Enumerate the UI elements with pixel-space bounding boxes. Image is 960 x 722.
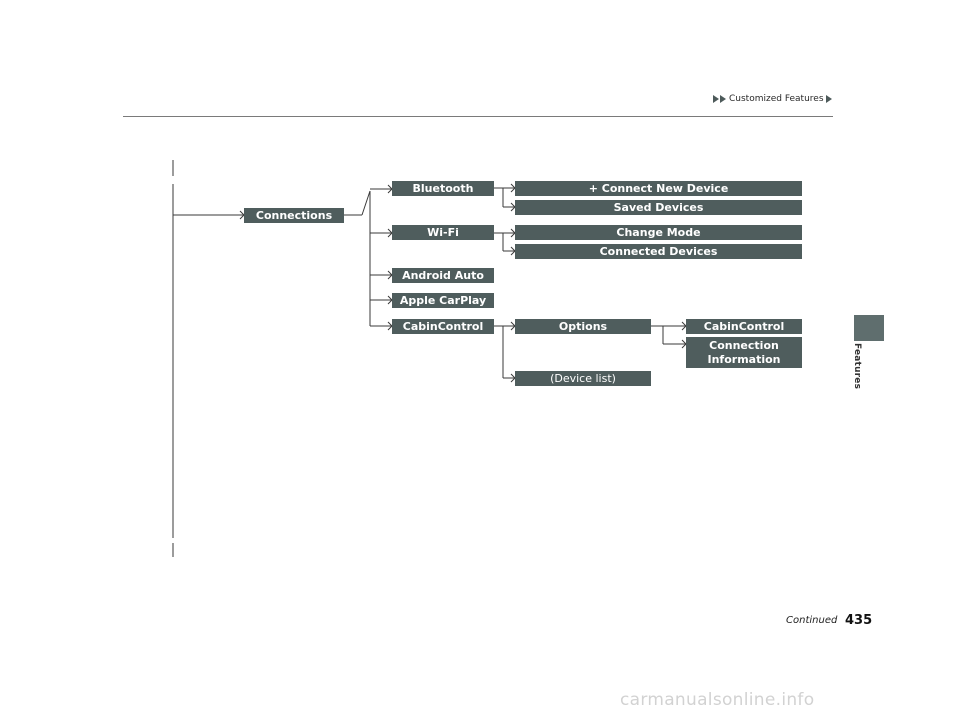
node-options-cabincontrol: CabinControl <box>686 319 802 334</box>
node-connection-information: Connection Information <box>686 337 802 368</box>
node-cabincontrol: CabinControl <box>392 319 494 334</box>
node-wifi: Wi-Fi <box>392 225 494 240</box>
node-bluetooth: Bluetooth <box>392 181 494 196</box>
triangle-arrow-icon <box>825 95 832 103</box>
triangle-arrow-icon <box>713 95 719 103</box>
breadcrumb: Customized Features <box>713 91 832 107</box>
node-options: Options <box>515 319 651 334</box>
node-android-auto: Android Auto <box>392 268 494 283</box>
node-connect-new-device: + Connect New Device <box>515 181 802 196</box>
watermark-text: carmanualsonline.info <box>620 690 815 710</box>
section-tab-marker <box>854 315 884 341</box>
continued-label: Continued <box>786 615 838 626</box>
breadcrumb-label: Customized Features <box>729 94 824 104</box>
node-apple-carplay: Apple CarPlay <box>392 293 494 308</box>
node-saved-devices: Saved Devices <box>515 200 802 215</box>
header-rule <box>123 116 833 117</box>
node-device-list: (Device list) <box>515 371 651 386</box>
triangle-arrow-icon <box>720 95 726 103</box>
node-connected-devices: Connected Devices <box>515 244 802 259</box>
node-change-mode: Change Mode <box>515 225 802 240</box>
page-number: 435 <box>845 613 873 628</box>
node-connections: Connections <box>244 208 344 223</box>
